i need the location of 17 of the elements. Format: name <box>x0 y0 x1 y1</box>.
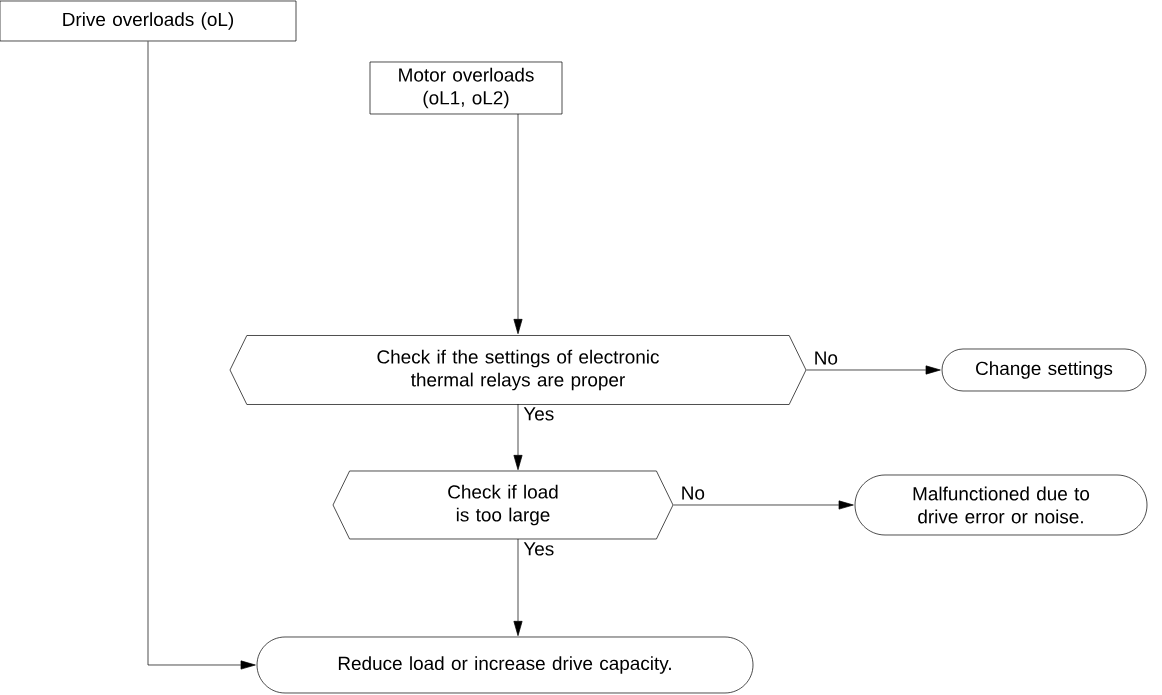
edge-label: Yes <box>523 407 554 421</box>
decision-hexagon: Check if the settings of electronic thermal relays are proper <box>229 335 807 405</box>
edge-label: Yes <box>523 542 554 556</box>
arrow <box>513 113 523 335</box>
arrow <box>513 403 523 471</box>
decision-hexagon: Check if load is too large <box>332 470 674 540</box>
arrow <box>513 538 523 637</box>
terminal-box: Change settings <box>941 348 1147 392</box>
process-box: Motor overloads (oL1, oL2) <box>369 61 563 115</box>
process-box: Drive overloads (oL) <box>0 0 297 42</box>
arrow <box>806 365 941 375</box>
arrow <box>673 500 854 510</box>
arrow <box>147 41 256 670</box>
terminal-box: Malfunctioned due to drive error or noise. <box>854 474 1148 536</box>
edge-label: No <box>682 486 705 500</box>
edge-label: No <box>815 351 838 365</box>
terminal-box: Reduce load or increase drive capacity. <box>256 636 754 694</box>
